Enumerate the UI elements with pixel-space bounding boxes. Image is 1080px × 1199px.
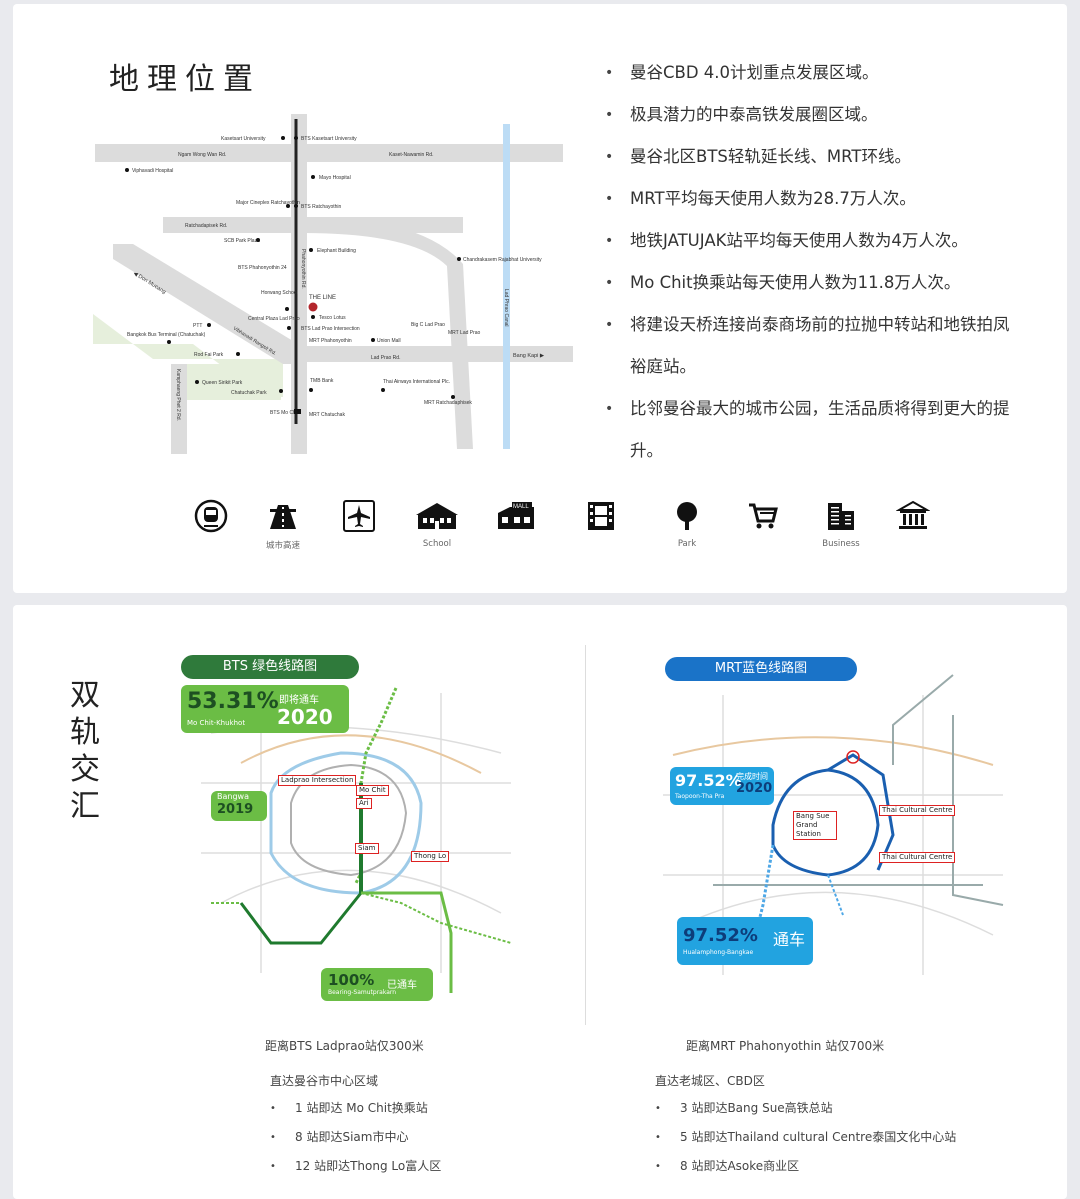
bullet: Mo Chit换乘站每天使用人数为11.8万人次。: [605, 262, 1025, 304]
svg-text:MRT Phahonyothin: MRT Phahonyothin: [309, 338, 352, 344]
mrt-badge-top: 97.52% 完成时间 2020 Taopoon-Tha Pra: [670, 767, 774, 805]
svg-text:Viphavadi Hospital: Viphavadi Hospital: [132, 168, 173, 174]
svg-text:PTT: PTT: [193, 323, 202, 329]
mrt-badge-bottom: 97.52% 通车 Hualamphong-Bangkae: [677, 917, 813, 965]
location-map: Ngam Wong Wan Rd. Kaset-Nawamin Rd. Ratc…: [93, 114, 573, 454]
bank-icon: [885, 499, 941, 539]
bts-title: BTS 绿色线路图: [181, 655, 359, 679]
label-ratchada: Ratchadapisek Rd.: [185, 223, 227, 229]
label-canal: Lad Phrao Canal: [503, 289, 509, 327]
svg-text:Central Plaza Lad Prao: Central Plaza Lad Prao: [248, 316, 300, 322]
svg-text:Tesco Lotus: Tesco Lotus: [319, 315, 346, 321]
svg-text:Bangkok Bus Terminal (Chatucha: Bangkok Bus Terminal (Chatuchak): [127, 332, 206, 338]
label-ngam: Ngam Wong Wan Rd.: [178, 152, 226, 158]
svg-text:Thai Airways International Plc: Thai Airways International Plc.: [383, 379, 450, 385]
cart-icon: [735, 499, 791, 539]
svg-text:BTS Ratchayothin: BTS Ratchayothin: [301, 204, 342, 210]
bullet: 将建设天桥连接尚泰商场前的拉抛中转站和地铁拍凤裕庭站。: [605, 304, 1025, 388]
list-item: 8 站即达Siam市中心: [270, 1123, 441, 1152]
bts-badge-bangwa: Bangwa 2019: [211, 791, 267, 821]
svg-text:Rod Fai Park: Rod Fai Park: [194, 352, 224, 358]
svg-text:Big C Lad Prao: Big C Lad Prao: [411, 322, 445, 328]
station-mochit: Mo Chit: [356, 785, 389, 796]
bts-map: [201, 687, 512, 993]
svg-text:Chatuchak Park: Chatuchak Park: [231, 390, 267, 396]
station-bangsue: Bang Sue Grand Station: [793, 811, 837, 840]
station-cultural-1: Thai Cultural Centre: [879, 805, 956, 816]
svg-text:MALL: MALL: [513, 504, 529, 510]
location-title: 地理位置: [109, 62, 261, 97]
svg-text:Queen Sirikit Park: Queen Sirikit Park: [202, 380, 243, 386]
station-ladprao: Ladprao Intersection: [278, 775, 357, 786]
tree-icon: Park: [659, 499, 715, 549]
mrt-map: [663, 674, 1004, 975]
svg-text:BTS Lad Prao Intersection: BTS Lad Prao Intersection: [301, 326, 360, 332]
svg-text:MRT Ratchadaphisek: MRT Ratchadaphisek: [424, 400, 472, 406]
svg-text:Horwang School: Horwang School: [261, 290, 298, 296]
svg-text:BTS Kasetsart University: BTS Kasetsart University: [301, 136, 357, 142]
bullet: 曼谷CBD 4.0计划重点发展区域。: [605, 52, 1025, 94]
label-bangkapi: Bang Kapi ▶: [513, 353, 545, 359]
school-icon: School: [409, 499, 465, 549]
bullet: 曼谷北区BTS轻轨延长线、MRT环线。: [605, 136, 1025, 178]
bts-stop-list: 1 站即达 Mo Chit换乘站 8 站即达Siam市中心 12 站即达Thon…: [270, 1094, 441, 1181]
svg-text:BTS Mo Chit: BTS Mo Chit: [270, 410, 299, 416]
svg-text:Chandrakasem Rajabhat Universi: Chandrakasem Rajabhat University: [463, 257, 542, 263]
mall-icon: MALL: [488, 499, 544, 539]
road-ngam: [95, 144, 563, 162]
label-ladprao: Lad Prao Rd.: [371, 355, 400, 361]
bts-reach: 直达曼谷市中心区域: [270, 1074, 379, 1088]
bts-badge-bottom: 100% 已通车 Bearing-Samutprakarn: [321, 968, 433, 1001]
bullet: 极具潜力的中泰高铁发展圈区域。: [605, 94, 1025, 136]
bullet: 地铁JATUJAK站平均每天使用人数为4万人次。: [605, 220, 1025, 262]
svg-text:Major Cineplex Ratchayothin: Major Cineplex Ratchayothin: [236, 200, 300, 206]
label-kaset: Kaset-Nawamin Rd.: [389, 152, 433, 158]
canal: [503, 124, 510, 449]
amenity-icons: 城市高速 School MALL Park Business: [183, 499, 943, 569]
mrt-distance: 距离MRT Phahonyothin 站仅700米: [686, 1039, 885, 1053]
list-item: 12 站即达Thong Lo富人区: [270, 1152, 441, 1181]
location-card: 地理位置 Ngam Wong Wan Rd. Kaset-Nawamin Rd.…: [13, 4, 1067, 593]
bts-badge-top: 53.31% 即将通车 2020 Mo Chit-Khukhot: [181, 685, 349, 733]
mrt-reach: 直达老城区、CBD区: [655, 1074, 765, 1088]
bts-distance: 距离BTS Ladprao站仅300米: [265, 1039, 424, 1053]
cinema-icon: [573, 499, 629, 539]
station-thonglo: Thong Lo: [411, 851, 450, 862]
road-kamphaeng: [171, 364, 187, 454]
svg-text:SCB Park Plaza: SCB Park Plaza: [224, 238, 260, 244]
rail-title: 双轨交汇: [70, 678, 100, 824]
airport-icon: [331, 499, 387, 539]
bullet: 比邻曼谷最大的城市公园，生活品质将得到更大的提升。: [605, 388, 1025, 472]
list-item: 5 站即达Thailand cultural Centre泰国文化中心站: [655, 1123, 956, 1152]
metro-icon: [183, 499, 239, 539]
column-divider: [585, 645, 586, 1025]
location-bullets: 曼谷CBD 4.0计划重点发展区域。 极具潜力的中泰高铁发展圈区域。 曼谷北区B…: [605, 52, 1025, 472]
rail-card: 双轨交汇 BTS 绿色线路图 53.31% 即将通车 2020 Mo Chit-…: [13, 605, 1067, 1199]
list-item: 1 站即达 Mo Chit换乘站: [270, 1094, 441, 1123]
label-kamphaeng: Kamphaeng Phet 2 Rd.: [175, 369, 181, 421]
svg-text:Kasetsart University: Kasetsart University: [221, 136, 266, 142]
mrt-title: MRT蓝色线路图: [665, 657, 857, 681]
building-icon: Business: [813, 499, 869, 549]
svg-text:Elephant Building: Elephant Building: [317, 248, 356, 254]
svg-text:THE LINE: THE LINE: [309, 295, 336, 301]
bullet: MRT平均每天使用人数为28.7万人次。: [605, 178, 1025, 220]
svg-text:Mayo Hospital: Mayo Hospital: [319, 175, 351, 181]
svg-text:BTS Phahonyothin 24: BTS Phahonyothin 24: [238, 265, 287, 271]
road-ratchada-curve: [303, 217, 473, 449]
svg-text:TMB Bank: TMB Bank: [310, 378, 334, 384]
station-siam: Siam: [355, 843, 379, 854]
station-cultural-2: Thai Cultural Centre: [879, 852, 956, 863]
expressway-icon: 城市高速: [255, 499, 311, 551]
svg-text:MRT Lad Prao: MRT Lad Prao: [448, 330, 481, 336]
station-ari: Ari: [356, 798, 372, 809]
list-item: 3 站即达Bang Sue高铁总站: [655, 1094, 956, 1123]
svg-text:Union Mall: Union Mall: [377, 338, 401, 344]
mrt-stop-list: 3 站即达Bang Sue高铁总站 5 站即达Thailand cultural…: [655, 1094, 956, 1181]
label-phahon: Phahonyothin Rd.: [300, 249, 306, 289]
road-vibhavadi: [113, 244, 298, 364]
list-item: 8 站即达Asoke商业区: [655, 1152, 956, 1181]
svg-text:MRT Chatuchak: MRT Chatuchak: [309, 412, 345, 418]
